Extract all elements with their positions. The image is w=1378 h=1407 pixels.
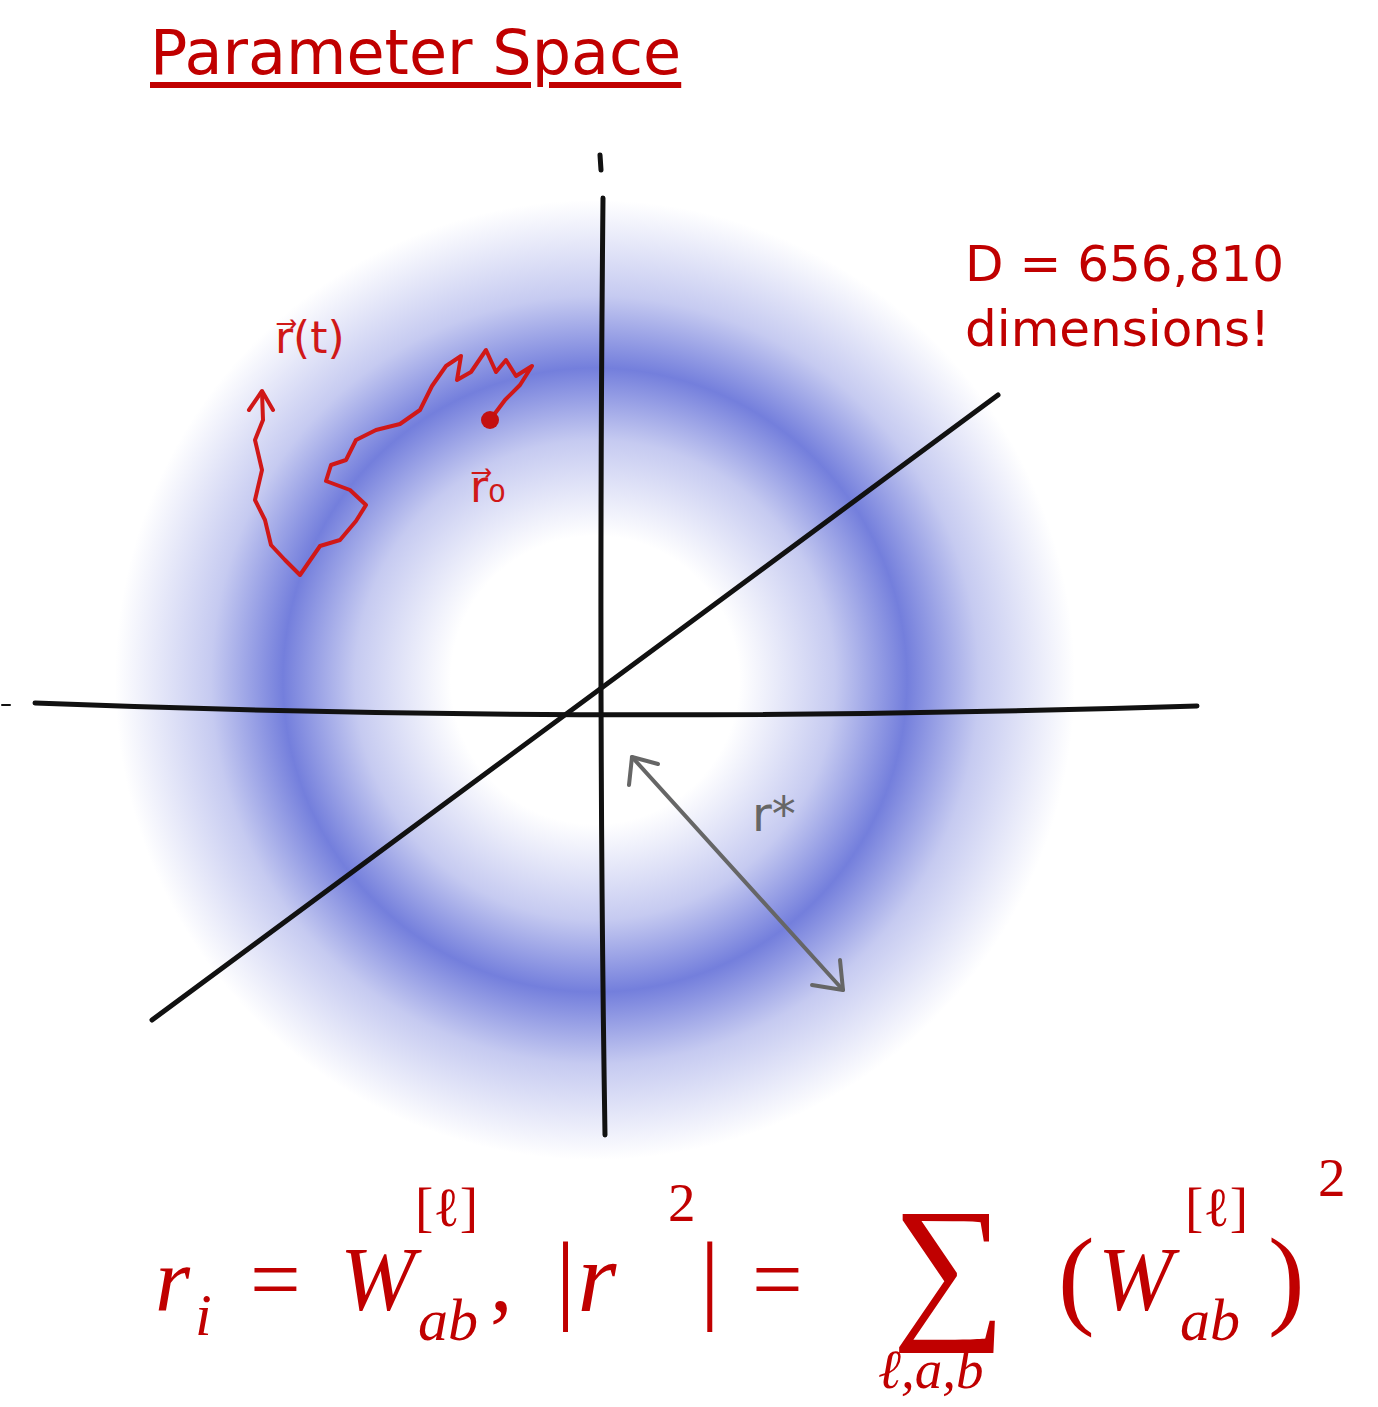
formula-superscript: 2 xyxy=(668,1175,696,1230)
formula-symbol: ) xyxy=(1268,1222,1305,1332)
formula-symbol: = xyxy=(250,1235,301,1325)
title: Parameter Space xyxy=(150,22,681,84)
axis-tick xyxy=(600,155,601,170)
arrowhead xyxy=(629,757,658,785)
formula-symbol: = xyxy=(752,1235,803,1325)
vertical-axis xyxy=(601,198,605,1135)
formula-superscript: [ℓ] xyxy=(1185,1180,1248,1235)
arrowhead xyxy=(249,391,273,410)
random-walk xyxy=(249,350,532,575)
trajectory-path xyxy=(255,350,532,575)
horizontal-axis xyxy=(35,703,1197,715)
start-point xyxy=(481,411,499,429)
radius-arrow xyxy=(629,757,843,990)
formula-superscript: 2 xyxy=(1318,1150,1346,1205)
formula-superscript: [ℓ] xyxy=(415,1180,478,1235)
vector-label: r⃗(t) xyxy=(275,316,345,360)
formula-subscript: ab xyxy=(1180,1290,1240,1350)
diagonal-axis xyxy=(152,395,998,1020)
radius-label: r* xyxy=(752,790,796,838)
dimension-note: D = 656,810 dimensions! xyxy=(965,232,1365,362)
formula-symbol: |r⃗| xyxy=(550,1228,722,1328)
arrowhead xyxy=(812,960,843,990)
radius-line xyxy=(632,757,843,990)
vector-label: r⃗₀ xyxy=(470,465,506,509)
formula-symbol: ( xyxy=(1058,1222,1095,1332)
formula-subscript: ab xyxy=(418,1290,478,1350)
probability-shell xyxy=(115,200,1075,1160)
formula-subscript: ℓ,a,b xyxy=(878,1342,983,1397)
formula-symbol: r xyxy=(155,1235,190,1325)
formula-subscript: i xyxy=(195,1285,212,1345)
formula-symbol: W xyxy=(1098,1235,1173,1325)
formula-symbol: W xyxy=(340,1235,415,1325)
summation-sign: ∑ xyxy=(892,1185,1006,1345)
axis-mark xyxy=(2,704,10,706)
formula-symbol: , xyxy=(490,1235,513,1325)
